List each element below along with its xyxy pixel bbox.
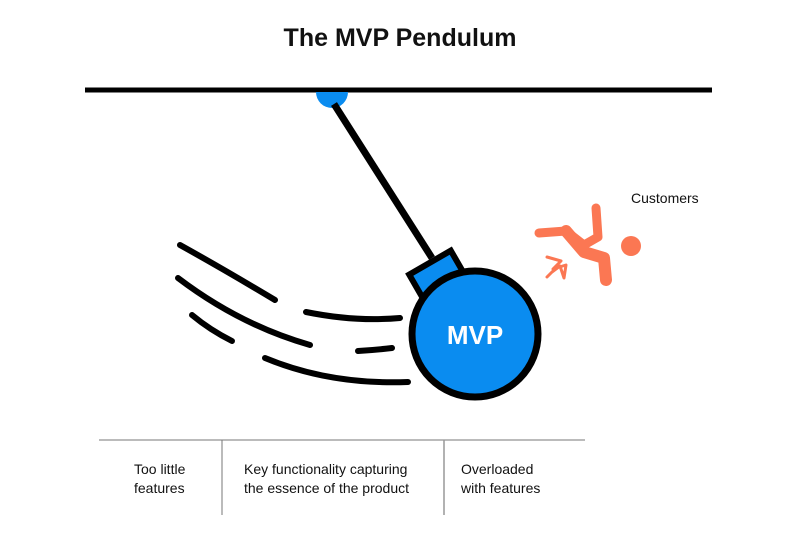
column-text: Too little: [134, 461, 186, 477]
column-text: the essence of the product: [244, 480, 409, 496]
column-key-functionality: Key functionality capturing the essence …: [244, 460, 409, 498]
mvp-label: MVP: [446, 320, 504, 350]
customers-label: Customers: [631, 190, 699, 206]
column-overloaded: Overloaded with features: [461, 460, 540, 498]
column-too-little: Too little features: [134, 460, 185, 498]
motion-lines: [175, 242, 411, 386]
column-text: with features: [461, 480, 541, 496]
column-text: Key functionality capturing: [244, 461, 408, 477]
falling-customer-icon: [534, 203, 641, 286]
column-text: features: [134, 480, 185, 496]
pendulum-rod: [331, 102, 435, 260]
pivot: [316, 92, 348, 108]
mvp-ball: [408, 267, 542, 401]
column-text: Overloaded: [461, 461, 534, 477]
page-title: The MVP Pendulum: [283, 24, 517, 52]
